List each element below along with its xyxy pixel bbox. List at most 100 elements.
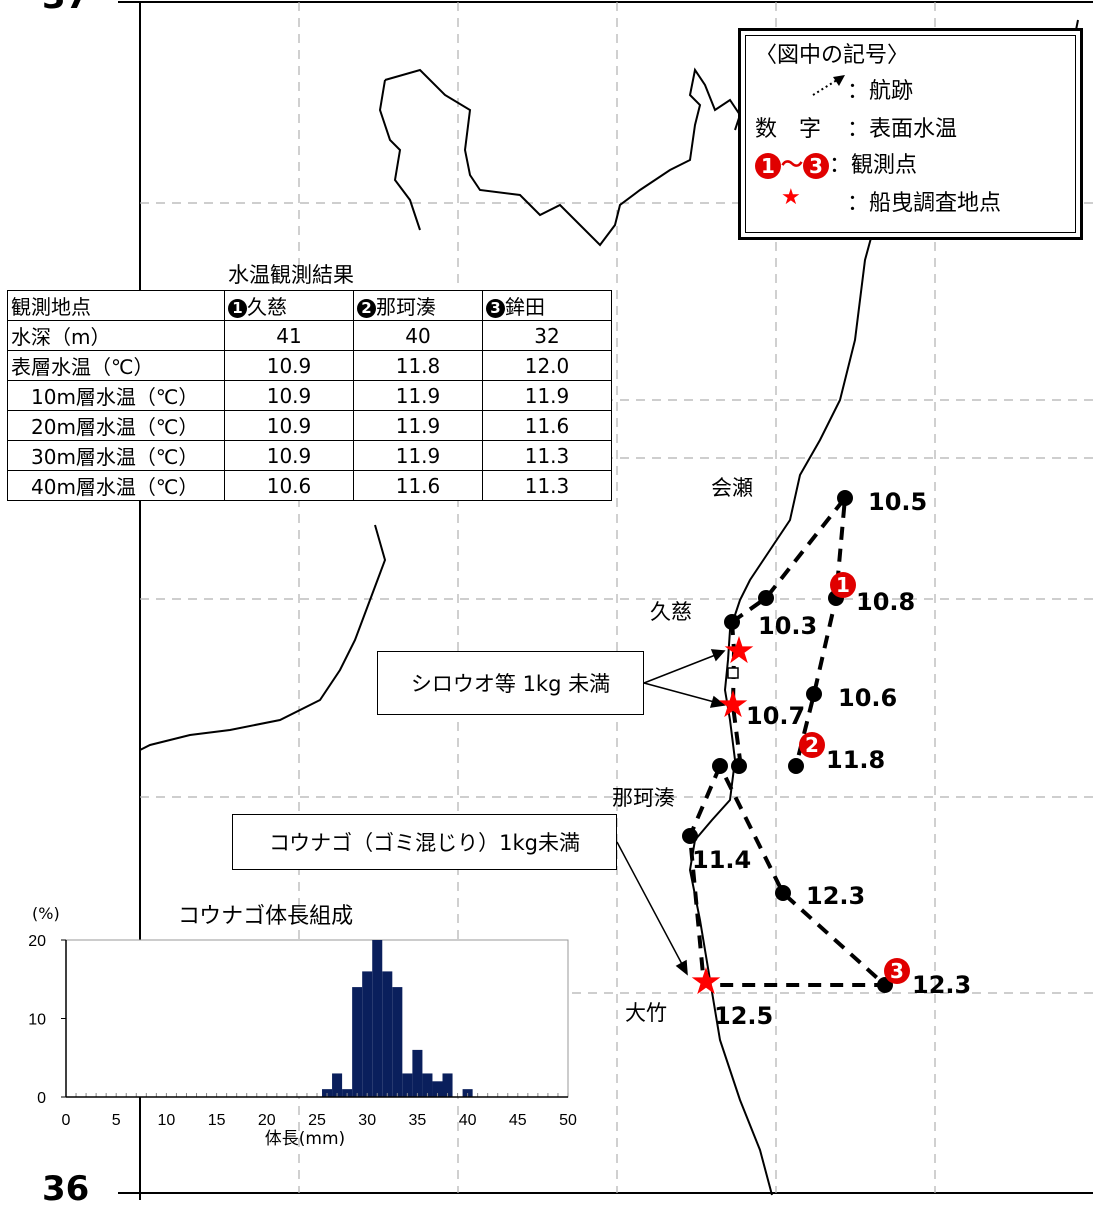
legend-title: 〈図中の記号〉	[755, 43, 910, 68]
histogram-bar	[392, 987, 403, 1097]
station-dot	[788, 758, 804, 774]
table-header-cell: 観測地点	[7, 290, 225, 321]
place-aize: 会瀬	[711, 476, 753, 500]
histogram-bar	[352, 987, 363, 1097]
histogram-bar	[442, 1073, 453, 1097]
legend-obs-label: ：観測点	[829, 153, 918, 178]
station-dot	[806, 686, 822, 702]
histogram-bar	[332, 1073, 343, 1097]
histogram-bar	[422, 1073, 433, 1097]
histogram-bar	[402, 1073, 413, 1097]
trawl-star-icon	[691, 967, 721, 995]
table-title: 水温観測結果	[228, 263, 354, 287]
row-label: 水深（m）	[7, 320, 225, 351]
station-name: 鉾田	[505, 295, 545, 319]
table-cell: 11.6	[482, 410, 612, 441]
histogram-bar	[382, 971, 393, 1097]
observation-marker-3: 3	[884, 958, 910, 984]
surface-temp: 11.8	[826, 746, 886, 774]
station-dot	[712, 758, 728, 774]
x-axis-label: 体長(mm)	[265, 1129, 345, 1149]
latitude-label-37: 37	[42, 0, 89, 14]
table-cell: 11.9	[353, 410, 483, 441]
table-cell: 11.6	[353, 470, 483, 501]
x-tick-label: 15	[208, 1112, 226, 1129]
row-label: 30m層水温（℃）	[7, 440, 225, 471]
station-name: 那珂湊	[376, 295, 436, 319]
track-arrow-icon	[812, 75, 845, 96]
surface-temp: 12.5	[714, 1002, 774, 1030]
callout-shirouo: シロウオ等 1kg 未満	[377, 651, 644, 715]
x-tick-label: 5	[112, 1112, 121, 1129]
row-label: 表層水温（℃）	[7, 350, 225, 381]
station-dot	[758, 590, 774, 606]
histogram-bar	[372, 940, 383, 1097]
y-tick-label: 10	[28, 1012, 46, 1029]
surface-temp: 11.4	[692, 846, 752, 874]
y-tick-label: 0	[37, 1090, 46, 1107]
station-dot	[724, 614, 740, 630]
station-name: 久慈	[247, 295, 287, 319]
x-tick-label: 20	[258, 1112, 276, 1129]
station-marker: 2	[357, 299, 376, 318]
row-label: 20m層水温（℃）	[7, 410, 225, 441]
place-otake: 大竹	[625, 1001, 667, 1025]
trawl-stars	[691, 636, 754, 995]
histogram-bar	[362, 971, 373, 1097]
row-label: 40m層水温（℃）	[7, 470, 225, 501]
trawl-star-icon	[718, 690, 748, 718]
legend-obs-to-marker: 3	[803, 153, 830, 179]
table-cell: 11.9	[353, 380, 483, 411]
surface-temp: 10.3	[758, 612, 818, 640]
row-label: 10m層水温（℃）	[7, 380, 225, 411]
table-cell: 10.9	[224, 440, 354, 471]
station-dot	[775, 885, 791, 901]
legend-obs-from-marker: 1	[755, 153, 781, 179]
legend-inner-frame	[745, 35, 1076, 233]
x-tick-label: 40	[459, 1112, 477, 1129]
surface-temp: 10.8	[856, 588, 916, 616]
callout-pointers	[616, 649, 726, 976]
chart-y-unit: (%)	[32, 904, 60, 923]
histogram-bar	[432, 1081, 443, 1097]
station-dot	[837, 490, 853, 506]
y-tick-label: 20	[28, 933, 46, 950]
x-tick-label: 10	[158, 1112, 176, 1129]
observation-marker-1: 1	[830, 572, 856, 598]
station-dot	[731, 758, 747, 774]
surface-temp: 10.5	[868, 488, 928, 516]
x-tick-label: 45	[509, 1112, 527, 1129]
observation-marker-2: 2	[799, 732, 825, 758]
legend-track-label: ：航跡	[847, 79, 914, 104]
chart-title: コウナゴ体長組成	[178, 904, 354, 929]
legend-star-icon: ★	[781, 185, 801, 210]
x-tick-label: 50	[559, 1112, 577, 1129]
table-cell: 11.3	[482, 470, 612, 501]
legend-number-right: ：表面水温	[847, 117, 958, 142]
table-cell: 11.3	[482, 440, 612, 471]
surface-temp: 12.3	[806, 882, 866, 910]
station-dots	[682, 490, 893, 993]
station-dot	[682, 828, 698, 844]
x-tick-label: 35	[409, 1112, 427, 1129]
station-marker: 1	[228, 299, 247, 318]
callout-kounago: コウナゴ（ゴミ混じり）1kg未満	[232, 814, 617, 870]
table-cell: 11.9	[353, 440, 483, 471]
station-marker: 3	[486, 299, 505, 318]
trawl-star-icon	[724, 636, 754, 664]
plot-area	[65, 939, 569, 1098]
legend-obs-tilde: ～	[781, 153, 804, 178]
table-cell: 10.6	[224, 470, 354, 501]
x-tick-label: 0	[62, 1112, 71, 1129]
surface-temp: 12.3	[912, 971, 972, 999]
x-tick-label: 30	[358, 1112, 376, 1129]
